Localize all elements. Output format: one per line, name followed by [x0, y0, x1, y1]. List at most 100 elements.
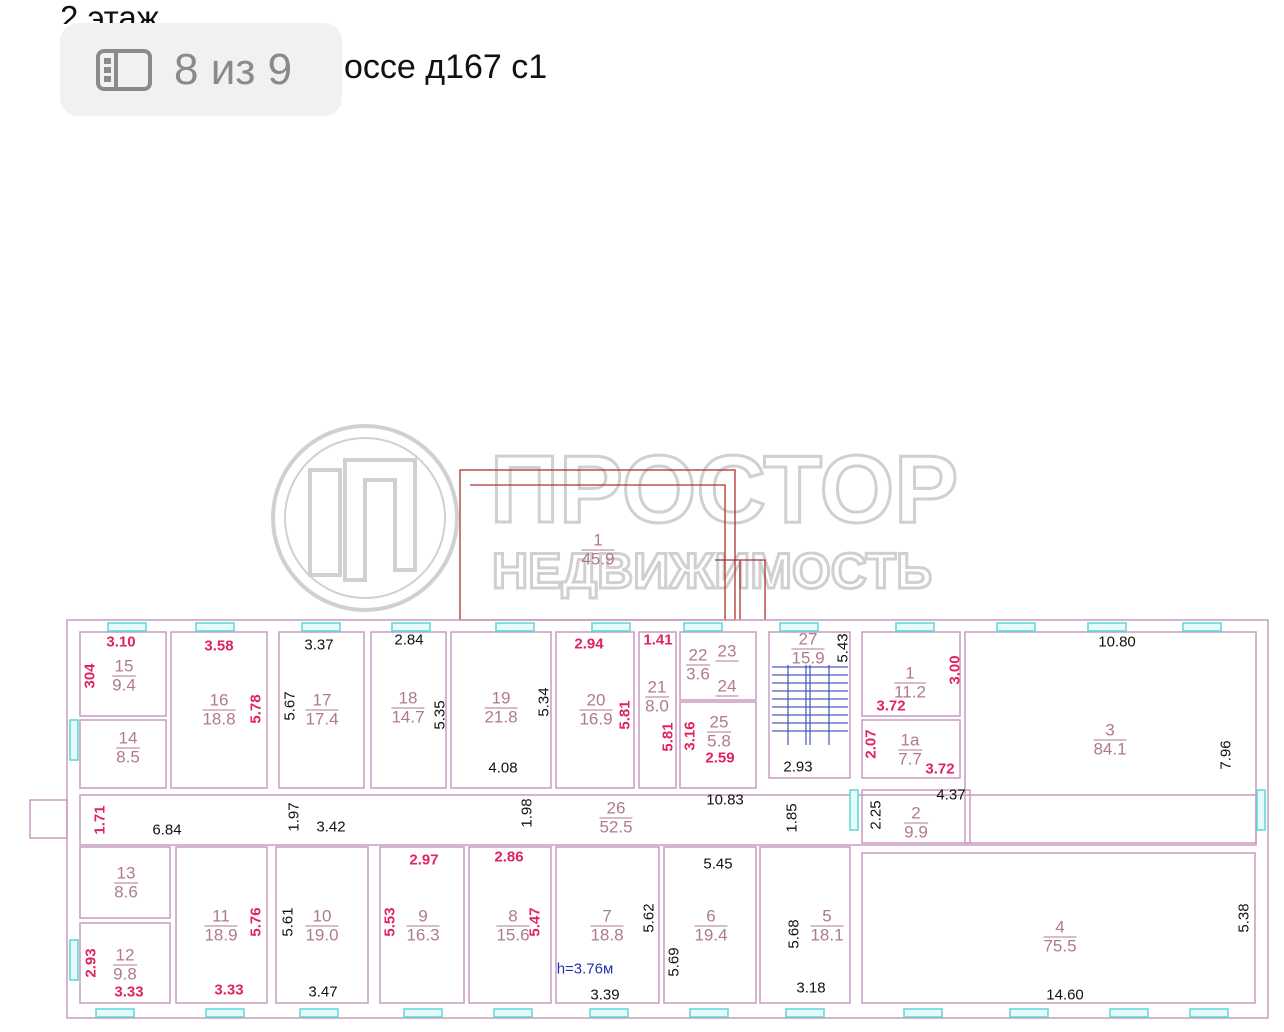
dimension-label: 3.10 — [106, 633, 136, 651]
wall-rect — [301, 622, 341, 632]
room-number: 15 — [112, 657, 136, 677]
wall-rect — [79, 846, 171, 919]
room-area: 18.9 — [204, 925, 238, 945]
wall-rect — [403, 1008, 443, 1018]
room-area: 19.0 — [305, 925, 339, 945]
dimension-label: 5.68 — [785, 919, 803, 949]
dimension-label: 3.58 — [204, 637, 234, 655]
room-area: 17.4 — [305, 709, 339, 729]
dimension-label: 1.98 — [518, 798, 536, 828]
gallery-sidebar-icon — [96, 48, 152, 91]
wall-rect — [895, 622, 935, 632]
room-number: 1 — [581, 531, 615, 551]
wall-rect — [79, 922, 171, 1004]
dimension-label: 2.25 — [867, 800, 885, 830]
room-number: 25 — [707, 713, 731, 733]
stairs — [772, 665, 848, 745]
wall-rect — [591, 622, 631, 632]
wall-rect — [495, 622, 535, 632]
room-number: 19 — [484, 689, 518, 709]
dimension-label: 1.97 — [285, 802, 303, 832]
room-area: 8.0 — [645, 696, 669, 716]
room-number: 23 — [715, 641, 739, 662]
image-counter[interactable]: 8 из 9 — [60, 23, 342, 116]
room-area: 14.7 — [391, 707, 425, 727]
wall-rect — [170, 631, 268, 789]
wall-rect — [679, 701, 757, 789]
room-area: 8.5 — [116, 747, 140, 767]
wall-rect — [79, 794, 1257, 846]
room-area: 16.3 — [406, 925, 440, 945]
wall-rect — [861, 789, 971, 844]
dimension-label: 2.93 — [82, 948, 100, 978]
room-area: 8.6 — [114, 882, 138, 902]
dimension-label: 5.53 — [381, 907, 399, 937]
wall-rect — [195, 622, 235, 632]
room-area: 9.9 — [904, 822, 928, 842]
dimension-label: 5.81 — [616, 700, 634, 730]
dimension-label: 5.67 — [281, 691, 299, 721]
dimension-label: 3.18 — [796, 979, 826, 997]
dimension-label: 5.34 — [535, 687, 553, 717]
wall-rect — [175, 846, 268, 1004]
wall-rect — [69, 719, 79, 761]
room-area: 9.8 — [113, 964, 137, 984]
dimension-label: 3.00 — [946, 655, 964, 685]
room-area: 18.8 — [590, 925, 624, 945]
windows — [69, 622, 1266, 1018]
dimension-label: 5.78 — [247, 694, 265, 724]
room-number: 7 — [590, 907, 624, 927]
wall-rect — [79, 719, 167, 789]
room-number: 5 — [810, 907, 844, 927]
dimension-label: 3.72 — [925, 760, 955, 778]
wall-rect — [1087, 622, 1127, 632]
dimension-label: 2.86 — [494, 848, 524, 866]
wall-rect — [391, 622, 431, 632]
room-area: 18.1 — [810, 925, 844, 945]
room-label: 23 — [715, 641, 739, 662]
room-number: 11 — [204, 907, 238, 927]
wall-rect — [785, 1008, 825, 1018]
dimension-label: 1.85 — [783, 803, 801, 833]
wall-rect — [468, 846, 552, 1004]
room-number: 27 — [791, 630, 825, 650]
wall-rect — [1256, 789, 1266, 831]
room-number: 2 — [904, 804, 928, 824]
wall-rect — [1189, 1008, 1229, 1018]
dimension-label: 2.59 — [705, 749, 735, 767]
dimension-label: 2.93 — [783, 758, 813, 776]
walls — [29, 619, 1269, 1019]
wall-rect — [493, 1008, 533, 1018]
dimension-label: 2.97 — [409, 851, 439, 869]
wall-rect — [768, 631, 851, 779]
wall-rect — [370, 631, 447, 789]
room-number: 14 — [116, 729, 140, 749]
wall-rect — [29, 799, 68, 839]
room-area: 15.6 — [496, 925, 530, 945]
dimension-label: 5.43 — [834, 633, 852, 663]
room-number: 13 — [114, 864, 138, 884]
dimension-label: 4.08 — [488, 759, 518, 777]
watermark-line1: ПРОСТОР — [490, 436, 958, 543]
wall-rect — [79, 631, 167, 717]
wall-rect — [379, 846, 465, 1004]
watermark-line2: НЕДВИЖИМОСТЬ — [492, 543, 932, 599]
wall-rect — [555, 846, 660, 1004]
wall-rect — [589, 1008, 629, 1018]
dimension-label: 5.35 — [431, 700, 449, 730]
